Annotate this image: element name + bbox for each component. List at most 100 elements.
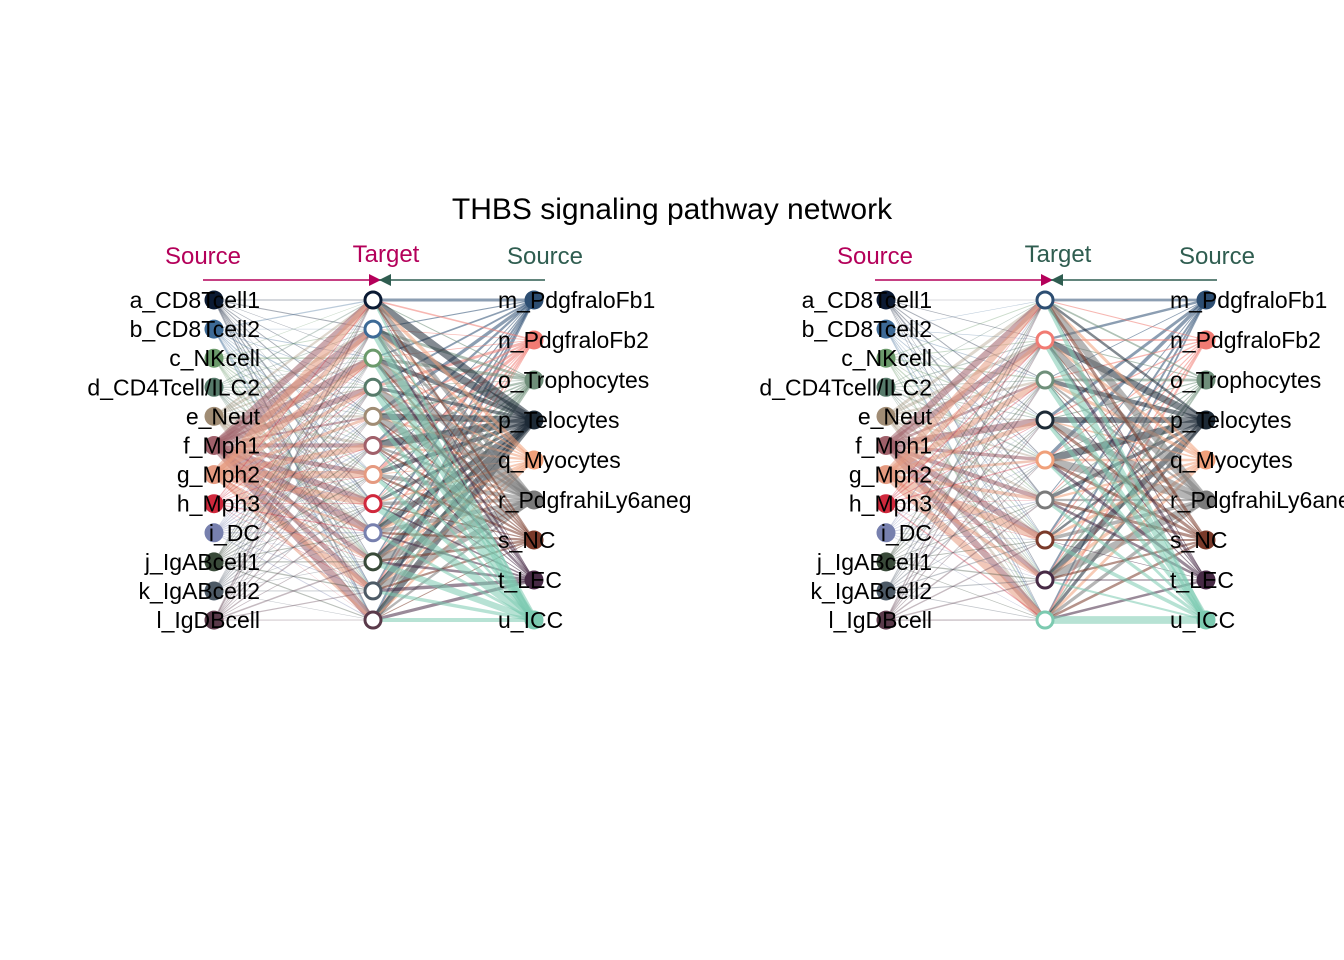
edge-i_DC bbox=[885, 459, 1046, 534]
edge-k_IgABcell2 bbox=[213, 357, 374, 592]
edge-k_IgABcell2 bbox=[213, 445, 374, 592]
source-label: m_PdgfraloFb1 bbox=[498, 287, 655, 313]
edge-k_IgABcell2 bbox=[213, 532, 374, 592]
source-node-h_Mph3 bbox=[876, 494, 896, 514]
edge-g_Mph2 bbox=[885, 473, 1046, 582]
edge-j_IgABcell1 bbox=[885, 561, 1046, 621]
source-label: b_CD8Tcell2 bbox=[130, 316, 260, 342]
source-label: u_ICC bbox=[1170, 607, 1235, 633]
edge-h_Mph3 bbox=[213, 445, 374, 505]
source-node-u_ICC bbox=[1196, 610, 1216, 630]
source-node-m_PdgfraloFb1 bbox=[524, 290, 544, 310]
source-node-n_PdgfraloFb2 bbox=[1196, 330, 1216, 350]
edge-a_CD8Tcell1 bbox=[885, 299, 1046, 501]
source-node-o_Trophocytes bbox=[1196, 370, 1216, 390]
edge-j_IgABcell1 bbox=[885, 339, 1046, 563]
edge-g_Mph2 bbox=[213, 471, 374, 508]
edge-r_PdgfrahiLy6aneg bbox=[371, 298, 536, 502]
edge-g_Mph2 bbox=[212, 327, 375, 477]
source-node-r_PdgfrahiLy6aneg bbox=[1196, 490, 1216, 510]
edge-o_Trophocytes bbox=[372, 299, 535, 381]
source-label: n_PdgfraloFb2 bbox=[1170, 327, 1321, 353]
target-node bbox=[363, 319, 383, 339]
source-label: a_CD8Tcell1 bbox=[802, 287, 932, 313]
edge-g_Mph2 bbox=[884, 470, 1047, 544]
edge-j_IgABcell1 bbox=[213, 532, 374, 563]
source-node-q_Myocytes bbox=[524, 450, 544, 470]
source-node-j_IgABcell1 bbox=[876, 552, 896, 572]
edge-u_ICC bbox=[1043, 418, 1208, 622]
edge-i_DC bbox=[213, 444, 374, 534]
source-label: m_PdgfraloFb1 bbox=[1170, 287, 1327, 313]
source-node-r_PdgfrahiLy6aneg bbox=[524, 490, 544, 510]
edge-k_IgABcell2 bbox=[213, 474, 374, 592]
source-label: l_IgDBcell bbox=[156, 607, 260, 633]
edge-a_CD8Tcell1 bbox=[885, 299, 1046, 381]
edge-t_LEC bbox=[1044, 299, 1207, 581]
edge-b_CD8Tcell2 bbox=[885, 328, 1046, 501]
edge-i_DC bbox=[213, 386, 374, 534]
edge-d_CD4Tcell/ILC2 bbox=[885, 387, 1046, 501]
edge-h_Mph3 bbox=[213, 503, 374, 592]
source-label: o_Trophocytes bbox=[1170, 367, 1321, 393]
edge-c_NKcell bbox=[885, 339, 1046, 359]
edge-g_Mph2 bbox=[884, 377, 1047, 478]
source-node-t_LEC bbox=[1196, 570, 1216, 590]
edge-g_Mph2 bbox=[213, 385, 374, 477]
target-node bbox=[1035, 370, 1055, 390]
edge-l_IgDBcell bbox=[213, 590, 374, 621]
edge-n_PdgfraloFb2 bbox=[372, 299, 535, 341]
source-node-s_NC bbox=[1196, 530, 1216, 550]
edge-s_NC bbox=[372, 357, 535, 541]
target-node bbox=[363, 610, 383, 630]
target-node bbox=[1035, 570, 1055, 590]
target-node bbox=[1035, 530, 1055, 550]
edge-d_CD4Tcell/ILC2 bbox=[213, 299, 374, 388]
figure-title: THBS signaling pathway network bbox=[451, 193, 893, 226]
edge-layer bbox=[211, 296, 538, 624]
edge-g_Mph2 bbox=[885, 458, 1046, 476]
edge-p_Telocytes bbox=[372, 356, 535, 423]
edge-h_Mph3 bbox=[885, 503, 1046, 581]
edge-l_IgDBcell bbox=[885, 419, 1046, 621]
edge-h_Mph3 bbox=[885, 379, 1046, 505]
edge-j_IgABcell1 bbox=[213, 561, 374, 592]
source-label: f_Mph1 bbox=[855, 433, 932, 459]
edge-h_Mph3 bbox=[885, 503, 1046, 621]
source-node-k_IgABcell2 bbox=[204, 581, 224, 601]
edge-u_ICC bbox=[371, 415, 536, 622]
edge-i_DC bbox=[213, 532, 374, 563]
source-node-n_PdgfraloFb2 bbox=[524, 330, 544, 350]
source-node-g_Mph2 bbox=[876, 465, 896, 485]
edge-u_ICC bbox=[369, 385, 538, 623]
source-node-g_Mph2 bbox=[204, 465, 224, 485]
edge-g_Mph2 bbox=[883, 297, 1048, 477]
edge-i_DC bbox=[213, 415, 374, 534]
edge-l_IgDBcell bbox=[885, 539, 1046, 621]
source-label: p_Telocytes bbox=[1170, 407, 1291, 433]
edge-c_NKcell bbox=[885, 357, 1046, 581]
target-node bbox=[1035, 450, 1055, 470]
source-label: e_Neut bbox=[858, 403, 933, 429]
edge-i_DC bbox=[213, 474, 374, 534]
edge-p_Telocytes bbox=[1044, 299, 1207, 421]
edge-l_IgDBcell bbox=[885, 499, 1046, 621]
edge-j_IgABcell1 bbox=[885, 561, 1046, 581]
target-node bbox=[1035, 290, 1055, 310]
edge-i_DC bbox=[885, 532, 1046, 541]
source-label: i_DC bbox=[881, 520, 932, 546]
target-node bbox=[1035, 410, 1055, 430]
edge-u_ICC bbox=[1042, 378, 1209, 622]
source-left-header: Source bbox=[837, 243, 913, 270]
source-node-m_PdgfraloFb1 bbox=[1196, 290, 1216, 310]
source-label: h_Mph3 bbox=[177, 491, 260, 517]
source-node-a_CD8Tcell1 bbox=[876, 290, 896, 310]
edge-g_Mph2 bbox=[884, 337, 1047, 477]
edge-h_Mph3 bbox=[213, 474, 374, 505]
edge-j_IgABcell1 bbox=[213, 473, 374, 563]
edge-e_Neut bbox=[885, 298, 1046, 418]
edge-i_DC bbox=[213, 532, 374, 621]
edge-i_DC bbox=[213, 328, 374, 533]
